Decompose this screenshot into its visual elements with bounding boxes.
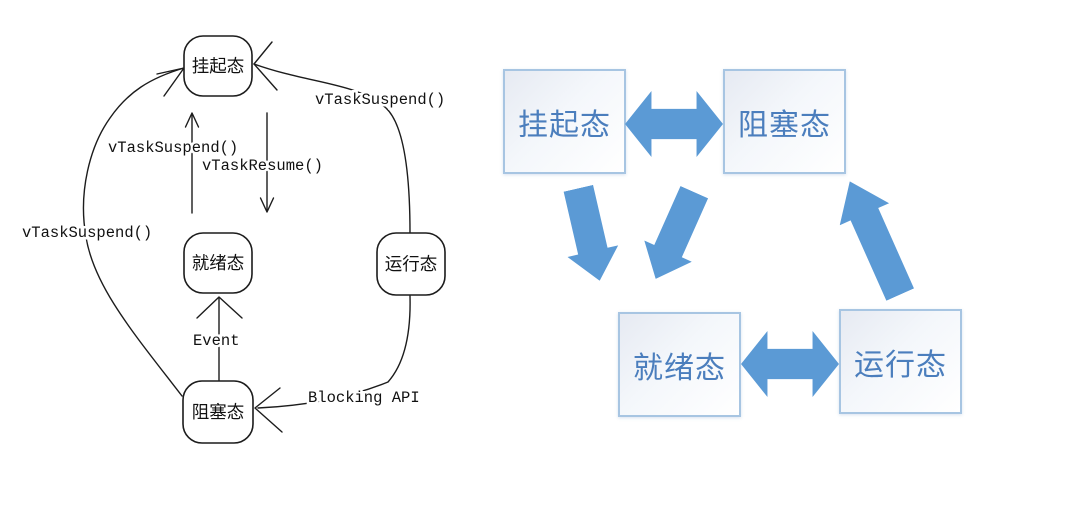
label-vtasksuspend-left: vTaskSuspend() bbox=[22, 224, 152, 242]
node-running-label: 运行态 bbox=[385, 254, 438, 274]
node-blocked-label: 阻塞态 bbox=[192, 402, 245, 422]
double-arrow-ready-running-icon bbox=[741, 331, 839, 397]
node-ready: 就绪态 bbox=[183, 232, 253, 294]
box-suspended: 挂起态 bbox=[503, 69, 626, 174]
node-running: 运行态 bbox=[376, 232, 446, 296]
arrow-down-to-ready-icon bbox=[632, 182, 718, 290]
box-running-label: 运行态 bbox=[854, 348, 947, 382]
arrow-running-to-blocked-icon bbox=[825, 170, 925, 305]
node-suspended: 挂起态 bbox=[183, 35, 253, 97]
node-ready-label: 就绪态 bbox=[192, 253, 245, 273]
arrow-suspended-to-ready-icon bbox=[553, 182, 625, 286]
label-vtaskresume: vTaskResume() bbox=[202, 157, 323, 175]
node-suspended-label: 挂起态 bbox=[192, 56, 245, 76]
edge-suspend-from-ready bbox=[184, 112, 200, 214]
box-blocked-label: 阻塞态 bbox=[738, 108, 831, 142]
box-running: 运行态 bbox=[839, 309, 962, 414]
edge-suspend-from-running bbox=[253, 41, 411, 234]
box-ready-label: 就绪态 bbox=[633, 351, 726, 385]
box-ready: 就绪态 bbox=[618, 312, 741, 417]
label-event: Event bbox=[193, 332, 240, 350]
edge-resume-to-ready bbox=[259, 112, 275, 213]
edge-blocking-api-running-to-blocked bbox=[254, 295, 411, 433]
box-suspended-label: 挂起态 bbox=[518, 108, 611, 142]
node-blocked: 阻塞态 bbox=[182, 380, 254, 444]
label-blocking-api: Blocking API bbox=[308, 389, 420, 407]
label-vtasksuspend-middle: vTaskSuspend() bbox=[108, 139, 238, 157]
label-vtasksuspend-right: vTaskSuspend() bbox=[315, 91, 445, 109]
box-blocked: 阻塞态 bbox=[723, 69, 846, 174]
left-state-diagram: 挂起态 就绪态 运行态 阻塞态 vTaskSuspend() vTaskResu… bbox=[20, 35, 448, 444]
double-arrow-suspended-blocked-icon bbox=[625, 91, 723, 157]
edge-event-blocked-to-ready bbox=[196, 296, 243, 382]
